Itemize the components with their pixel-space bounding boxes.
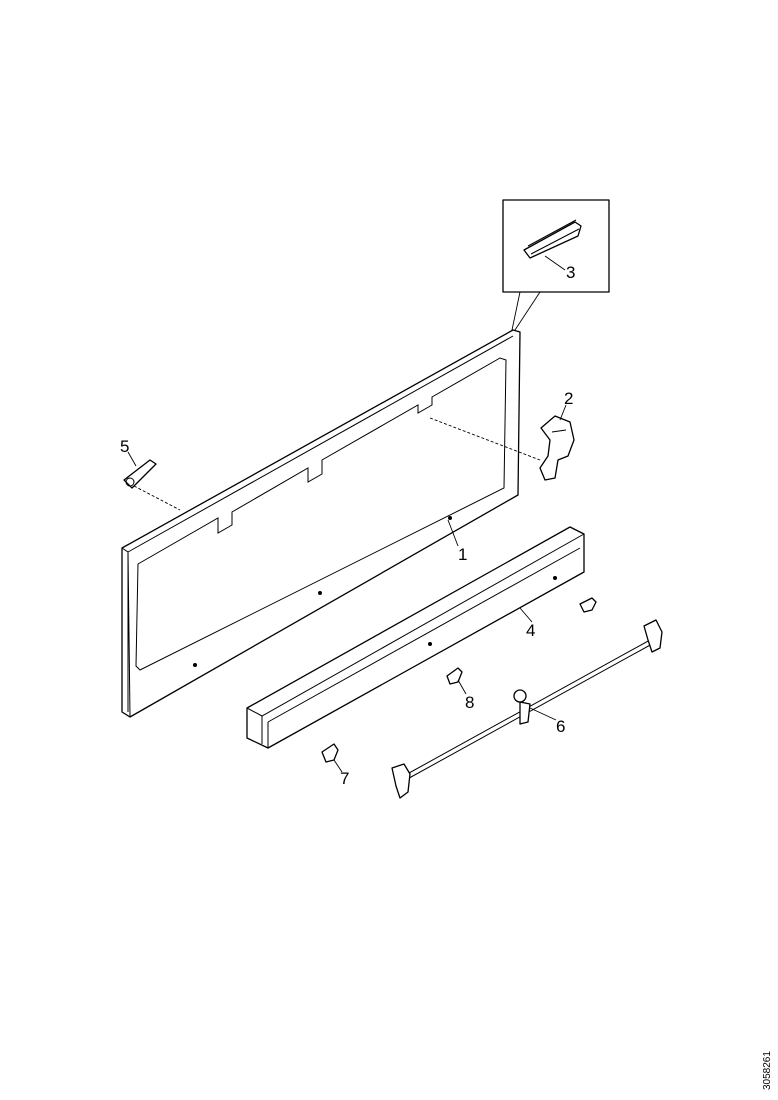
part-4-channel [246,526,585,749]
part-7-clip [321,743,343,773]
callout-4: 4 [526,621,535,640]
callout-6: 6 [556,717,565,736]
callout-8: 8 [465,693,474,712]
part-8-clip [446,667,467,695]
part-1-leader [447,519,459,547]
callout-5: 5 [120,437,129,456]
document-number: 3058261 [762,1051,773,1090]
callout-3: 3 [566,263,575,282]
callout-2: 2 [564,389,573,408]
part-3-inset [502,199,610,331]
callout-7: 7 [340,769,349,788]
part-2-bracket [429,404,575,481]
right-small-clip [579,597,597,613]
callout-1: 1 [458,545,467,564]
part-5-clip [123,451,181,511]
part-1-door-panel [121,329,521,718]
part-6-rod [391,619,663,799]
